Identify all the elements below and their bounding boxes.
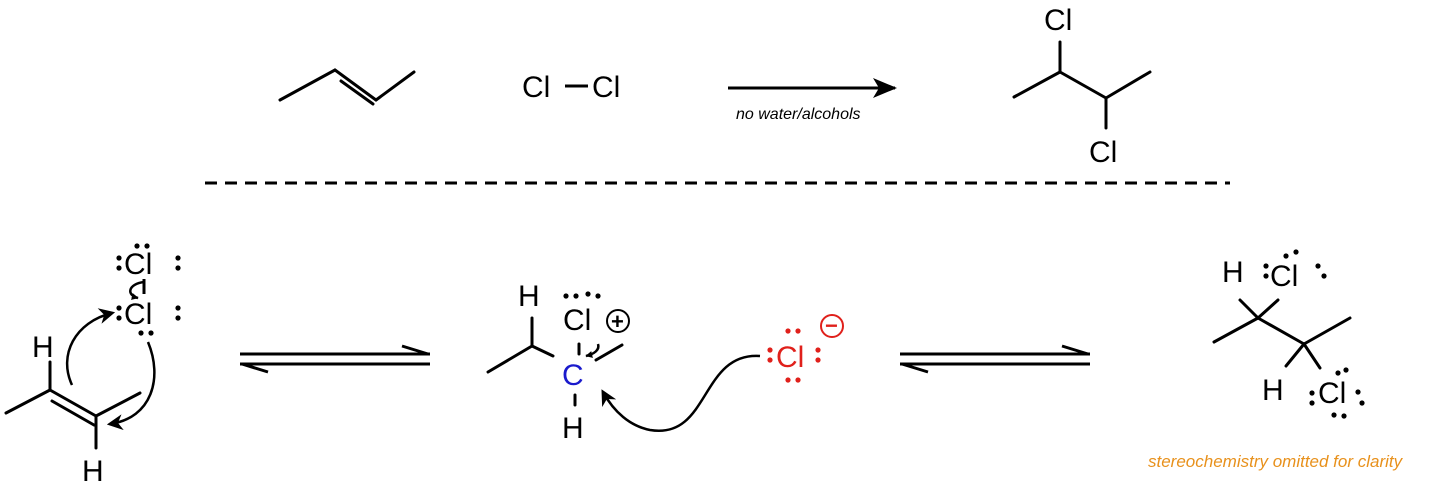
atom-cl: Cl <box>124 248 152 281</box>
reaction-arrow: no water/alcohols <box>728 78 897 123</box>
equilibrium-arrows <box>900 344 1090 374</box>
negative-charge-icon <box>820 314 844 338</box>
stereochemistry-note: stereochemistry omitted for clarity <box>1148 452 1404 471</box>
atom-cl: Cl <box>124 298 152 331</box>
atom-cl: Cl <box>776 341 804 374</box>
atom-cl: Cl <box>592 71 620 104</box>
atom-cl: Cl <box>1270 260 1298 293</box>
reactant-alkene-and-chlorine: H H Cl Cl <box>4 243 181 488</box>
chloronium-intermediate: H Cl C H + <box>486 280 630 445</box>
carbocation-carbon: C <box>562 359 584 392</box>
equilibrium-arrows <box>240 344 430 374</box>
atom-h: H <box>82 455 104 488</box>
atom-h: H <box>518 280 540 313</box>
atom-h: H <box>1262 374 1284 407</box>
atom-cl: Cl <box>522 71 550 104</box>
dichlorobutane-product: Cl Cl <box>1012 4 1152 169</box>
atom-cl: Cl <box>1318 377 1346 410</box>
atom-cl: Cl <box>1044 4 1072 37</box>
trans-2-butene-structure <box>278 68 416 106</box>
atom-h: H <box>32 331 54 364</box>
reaction-condition-label: no water/alcohols <box>736 106 861 123</box>
positive-charge-sign: + <box>611 309 624 334</box>
chloride-ion: Cl − <box>601 313 844 432</box>
positive-charge-icon <box>606 309 630 333</box>
dichloride-product: H Cl H Cl <box>1212 249 1365 419</box>
negative-charge-sign: − <box>825 313 838 338</box>
lone-pairs <box>1263 249 1365 419</box>
atom-cl: Cl <box>563 304 591 337</box>
chlorine-molecule: Cl Cl <box>522 71 620 104</box>
atom-cl: Cl <box>1089 136 1117 169</box>
atom-h: H <box>1222 256 1244 289</box>
atom-h: H <box>562 412 584 445</box>
lone-pairs <box>116 243 181 336</box>
